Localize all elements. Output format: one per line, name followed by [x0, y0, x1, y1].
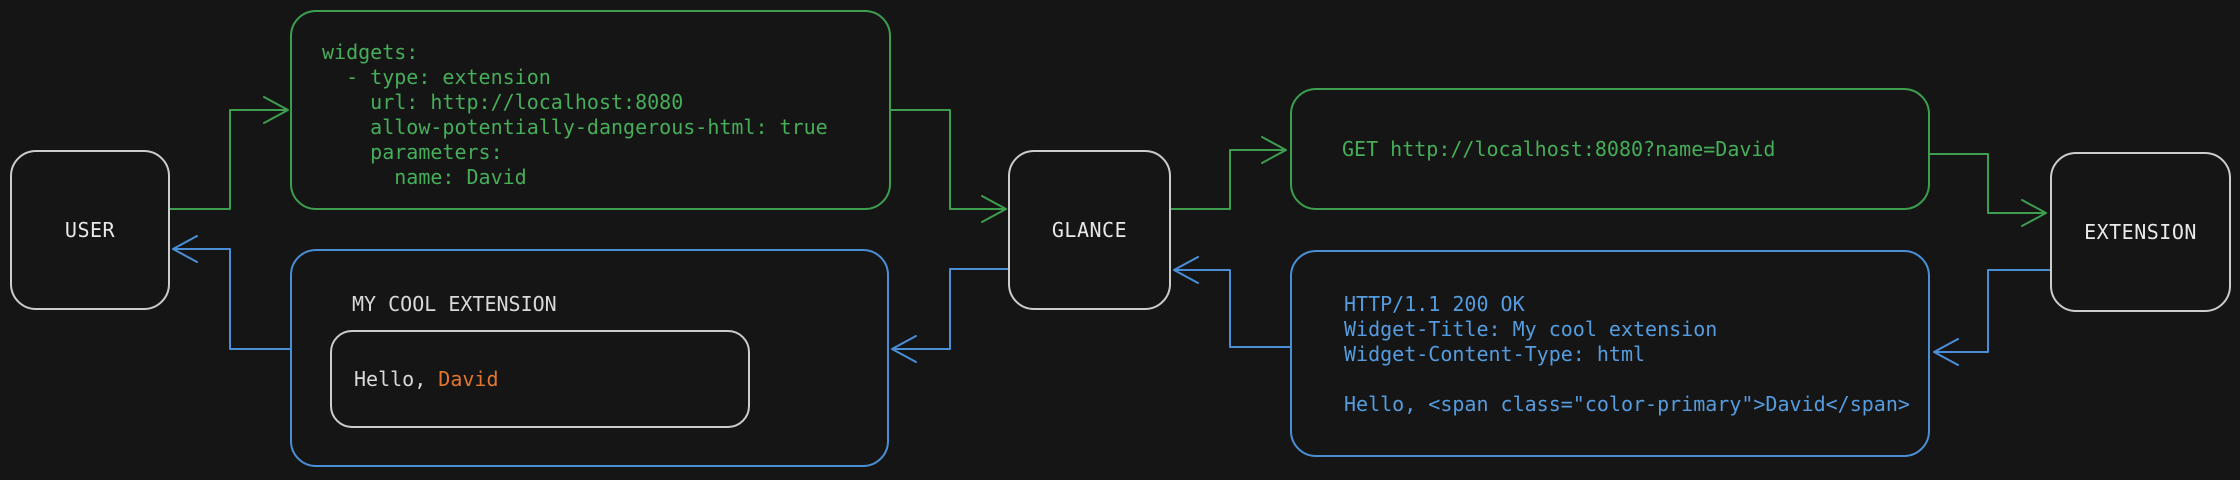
- node-extension: EXTENSION: [2050, 152, 2231, 312]
- widget-preview-box: MY COOL EXTENSION Hello, David: [290, 249, 889, 467]
- arrow-extension-to-response: [1933, 269, 2051, 366]
- arrow-glance-to-widget: [891, 268, 1009, 363]
- node-glance: GLANCE: [1008, 150, 1171, 310]
- node-user-label: USER: [64, 218, 116, 242]
- arrow-response-to-glance: [1173, 256, 1291, 348]
- arrow-config-to-glance: [890, 109, 1007, 223]
- http-response-code: HTTP/1.1 200 OK Widget-Title: My cool ex…: [1344, 292, 1910, 416]
- arrow-glance-to-request: [1170, 136, 1287, 210]
- http-response-box: HTTP/1.1 200 OK Widget-Title: My cool ex…: [1290, 250, 1930, 457]
- http-request-box: GET http://localhost:8080?name=David: [1290, 88, 1930, 210]
- yaml-config-box: widgets: - type: extension url: http://l…: [290, 10, 891, 210]
- yaml-config-code: widgets: - type: extension url: http://l…: [322, 40, 828, 189]
- arrow-request-to-extension: [1929, 153, 2047, 227]
- node-extension-label: EXTENSION: [2084, 220, 2197, 244]
- greeting-prefix: Hello,: [354, 367, 439, 391]
- widget-output-box: Hello, David: [330, 330, 750, 428]
- node-user: USER: [10, 150, 170, 310]
- node-glance-label: GLANCE: [1051, 218, 1128, 242]
- greeting-name: David: [438, 367, 499, 391]
- widget-title: MY COOL EXTENSION: [352, 292, 557, 316]
- arrow-user-to-config: [169, 96, 289, 210]
- arrow-widget-to-user: [172, 235, 291, 350]
- http-request-code: GET http://localhost:8080?name=David: [1342, 136, 1776, 161]
